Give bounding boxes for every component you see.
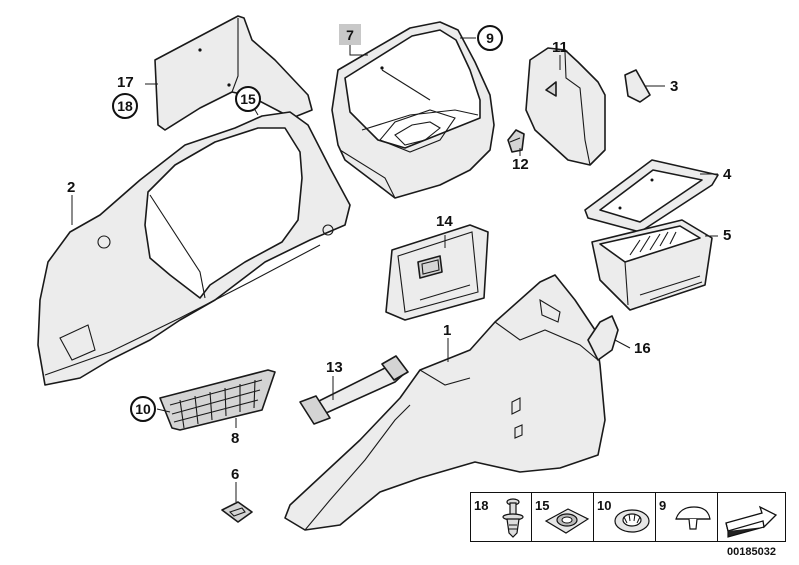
part-4-frame: [584, 159, 719, 233]
part-16-round-cover: [587, 315, 619, 361]
callout-17: 17: [117, 74, 134, 91]
part-7-storage-box: [331, 21, 495, 199]
part-2-side-trim: [37, 111, 351, 386]
callout-11: 11: [552, 39, 568, 56]
round-grommet-icon: [614, 509, 650, 533]
legend-cell-number: 9: [659, 498, 667, 513]
legend-cell-number: 15: [535, 498, 550, 513]
part-8-net: [159, 369, 276, 431]
callout-5: 5: [723, 227, 732, 244]
orientation-arrow-icon: [725, 505, 778, 538]
callout-1: 1: [443, 322, 452, 339]
push-pin-icon: [502, 498, 524, 538]
callout-3: 3: [670, 78, 679, 95]
legend-cell-number: 10: [597, 498, 612, 513]
callout-18: 18: [112, 93, 138, 119]
callout-12: 12: [512, 156, 529, 173]
legend-cell-10: 10: [594, 493, 656, 541]
callout-4: 4: [723, 166, 732, 183]
mushroom-clip-icon: [675, 506, 711, 530]
callout-9: 9: [477, 25, 503, 51]
part-5-tray: [591, 219, 713, 311]
part-11-rear-panel: [525, 47, 606, 166]
callout-8: 8: [231, 430, 240, 447]
part-3-bracket: [624, 69, 651, 103]
callout-13: 13: [326, 359, 343, 376]
legend-cell-9: 9: [656, 493, 718, 541]
part-1-floor-trim: [284, 274, 606, 531]
callout-7: 7: [339, 24, 361, 45]
legend-cell-18: 18: [471, 493, 532, 541]
callout-15: 15: [235, 86, 261, 112]
callout-2: 2: [67, 179, 76, 196]
callout-6: 6: [231, 466, 240, 483]
fastener-legend: 18 15 10 9: [470, 492, 786, 542]
legend-cell-arrow: [718, 493, 784, 541]
callout-10: 10: [130, 396, 156, 422]
callout-14: 14: [436, 213, 453, 230]
callout-16: 16: [634, 340, 651, 357]
part-13-strap: [299, 355, 409, 425]
part-6-clip: [221, 501, 253, 523]
square-grommet-icon: [544, 508, 590, 534]
part-17-cover-panel: [154, 15, 313, 131]
legend-cell-15: 15: [532, 493, 594, 541]
part-14-cover-plate: [385, 224, 489, 321]
part-12-clip: [507, 129, 525, 153]
legend-cell-number: 18: [474, 498, 489, 513]
document-number: 00185032: [727, 546, 776, 558]
